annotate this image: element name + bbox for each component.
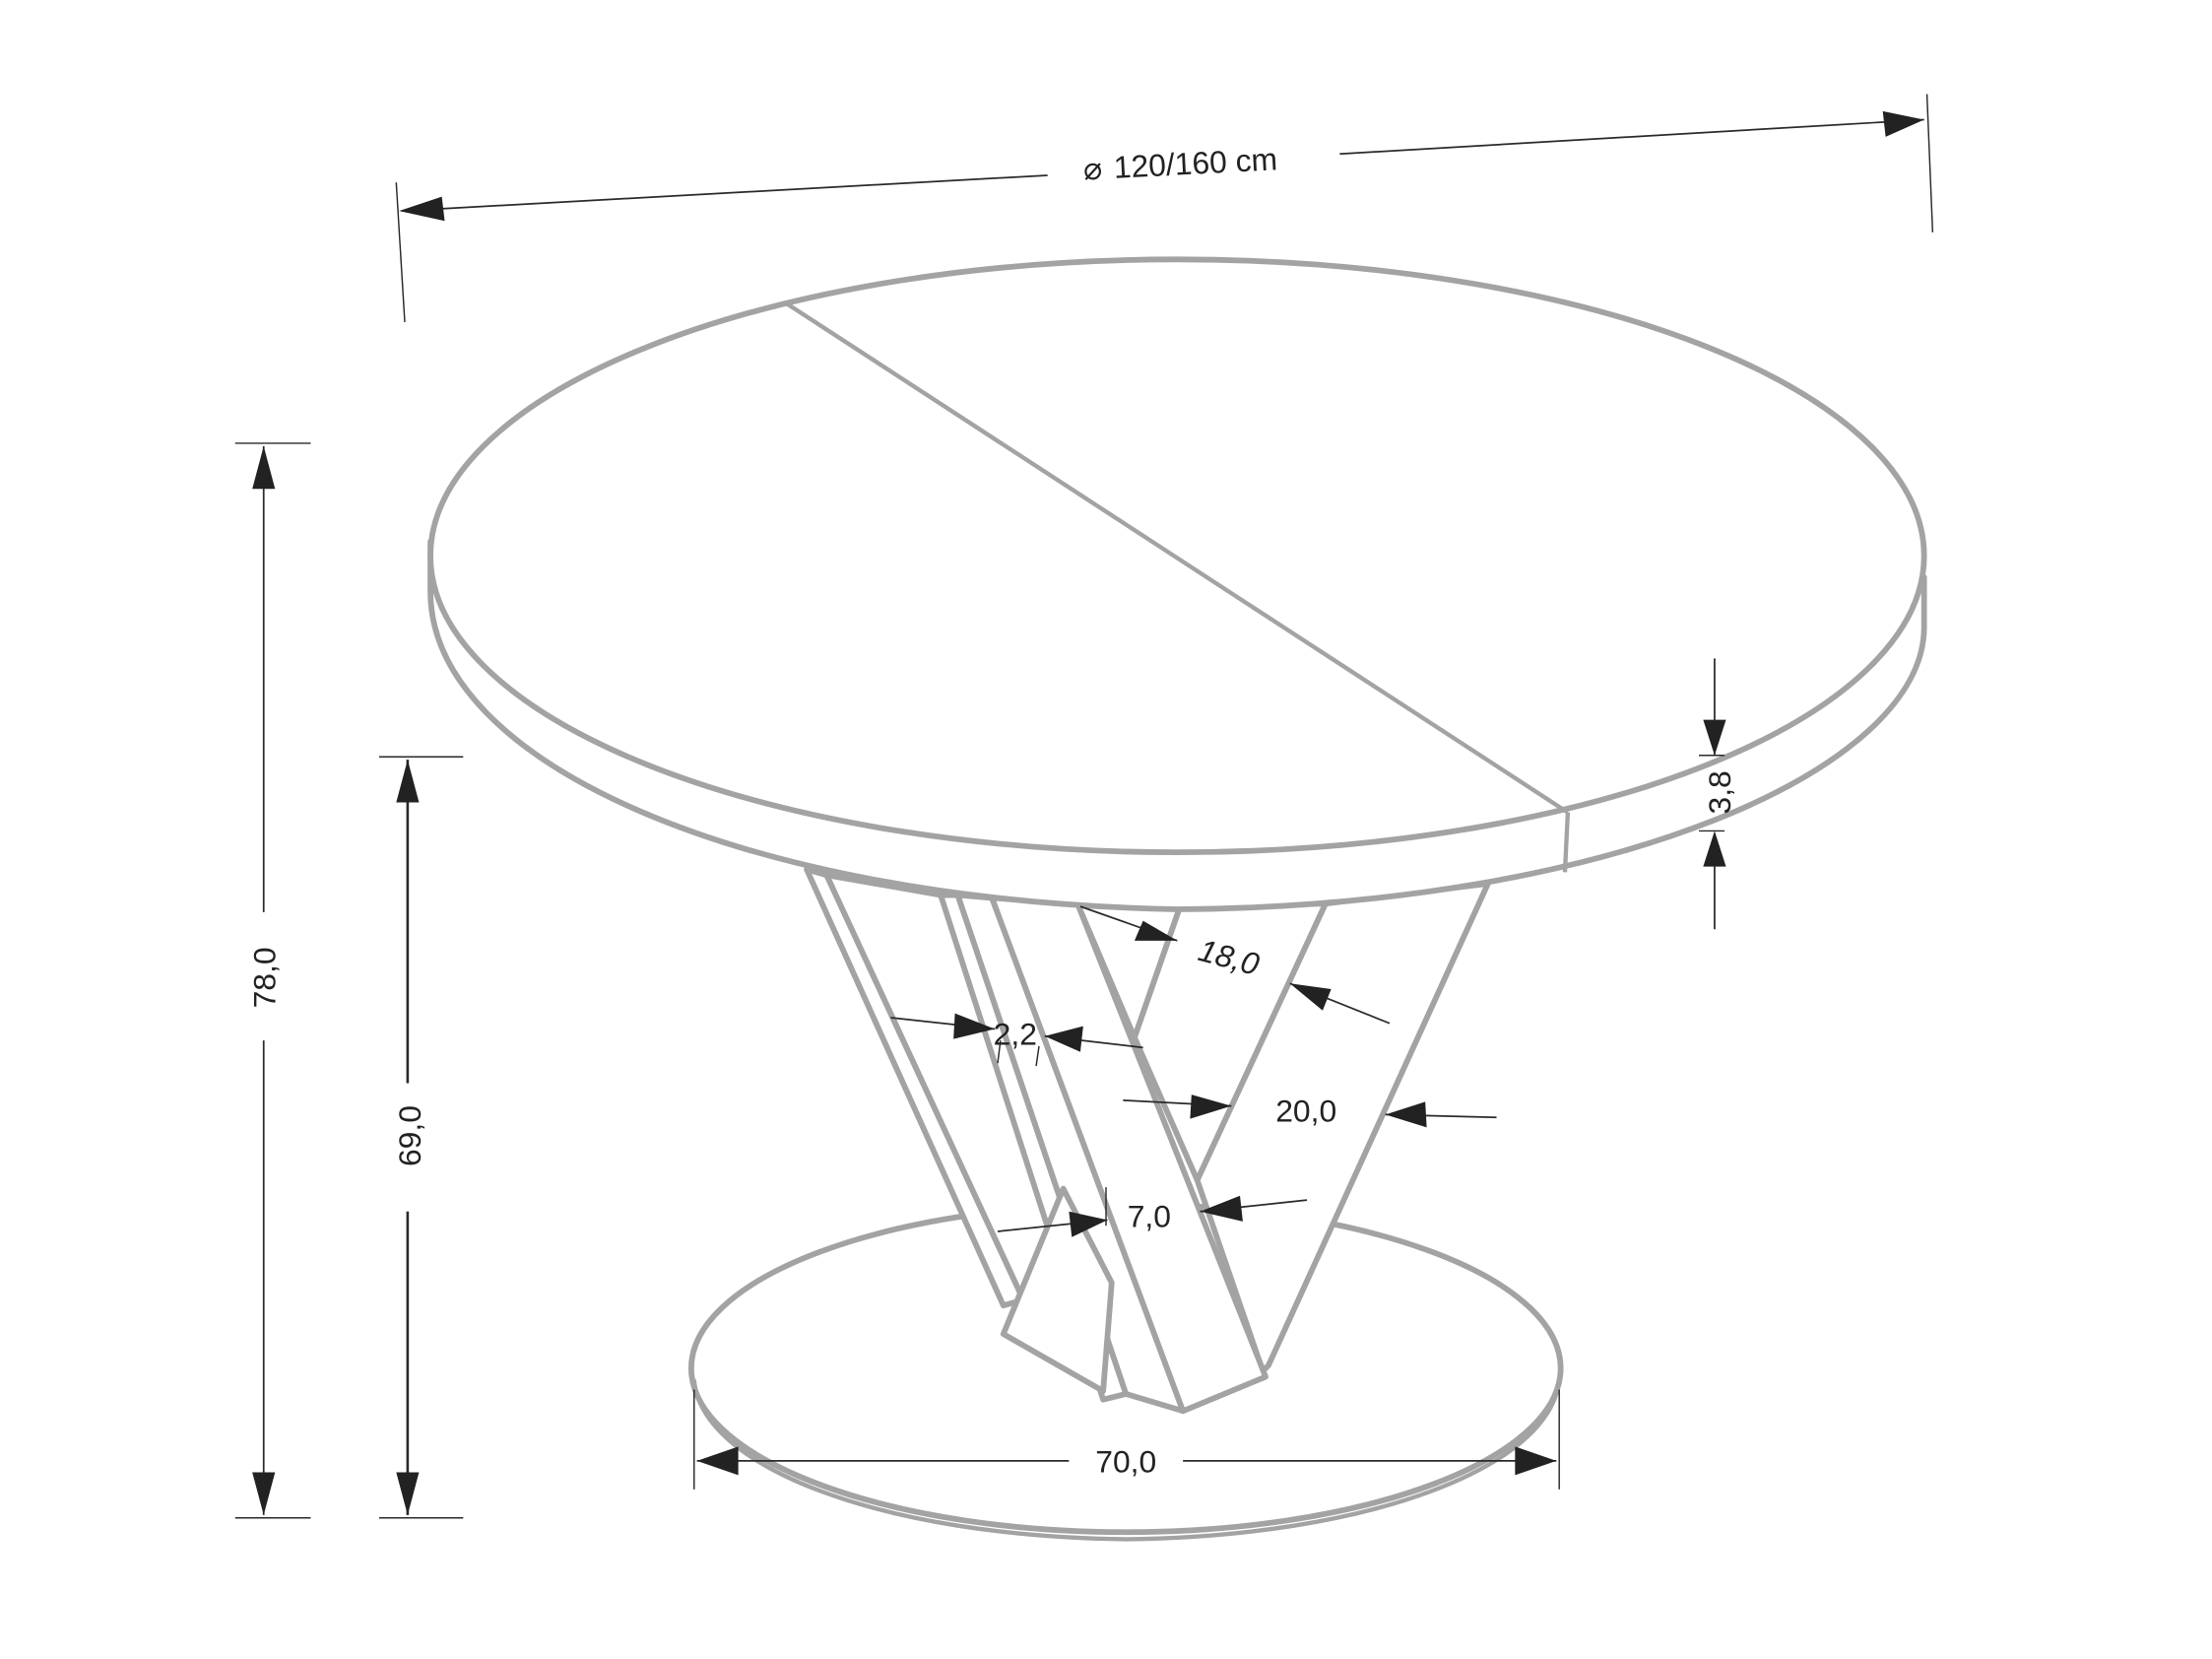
leg-bottom-width-label: 7,0 (1128, 1199, 1171, 1234)
under-top-height-dimension: 69,0 (378, 756, 464, 1519)
under-top-height-label: 69,0 (392, 1105, 427, 1166)
diameter-dimension: ⌀ 120/160 cm (395, 94, 1934, 323)
diameter-label: ⌀ 120/160 cm (1082, 141, 1278, 186)
leg-gap-label: 2,2 (994, 1016, 1037, 1051)
arrow-up-icon (396, 760, 420, 803)
table-top (427, 256, 1927, 912)
top-thickness-label: 3,8 (1702, 770, 1737, 814)
arrow-up-icon (252, 445, 276, 490)
arrow-left-icon (399, 196, 445, 222)
arrow-up-icon (1703, 830, 1726, 867)
arrow-left-icon (696, 1446, 739, 1476)
leg-width-dimension: 20,0 (1123, 982, 1497, 1129)
leg-gap-dimension: 2,2 (890, 1013, 1143, 1067)
arrow-left-icon (1044, 1026, 1083, 1052)
leg-bottom-width-dimension: 7,0 (997, 1187, 1308, 1237)
top-thickness-dimension: 3,8 (1699, 658, 1737, 930)
base-diameter-dimension: 70,0 (693, 1389, 1560, 1490)
arrow-left-icon (1385, 1101, 1427, 1128)
arrow-right-icon (1882, 110, 1924, 137)
leg-width-label: 20,0 (1275, 1094, 1336, 1129)
arrow-right-icon (1515, 1446, 1557, 1476)
total-height-dimension: 78,0 (234, 442, 311, 1519)
arrow-left-icon (1200, 1195, 1243, 1222)
arrow-down-icon (396, 1472, 420, 1515)
arrow-right-icon (953, 1013, 996, 1039)
arrow-down-icon (1703, 719, 1726, 756)
arrow-right-icon (1190, 1095, 1232, 1119)
arrow-right-icon (1134, 920, 1178, 941)
total-height-label: 78,0 (246, 947, 282, 1008)
arrow-down-icon (252, 1472, 276, 1515)
arrow-right-icon (1069, 1211, 1108, 1237)
base-diameter-label: 70,0 (1095, 1443, 1156, 1479)
arrow-left-icon (1289, 983, 1332, 1011)
